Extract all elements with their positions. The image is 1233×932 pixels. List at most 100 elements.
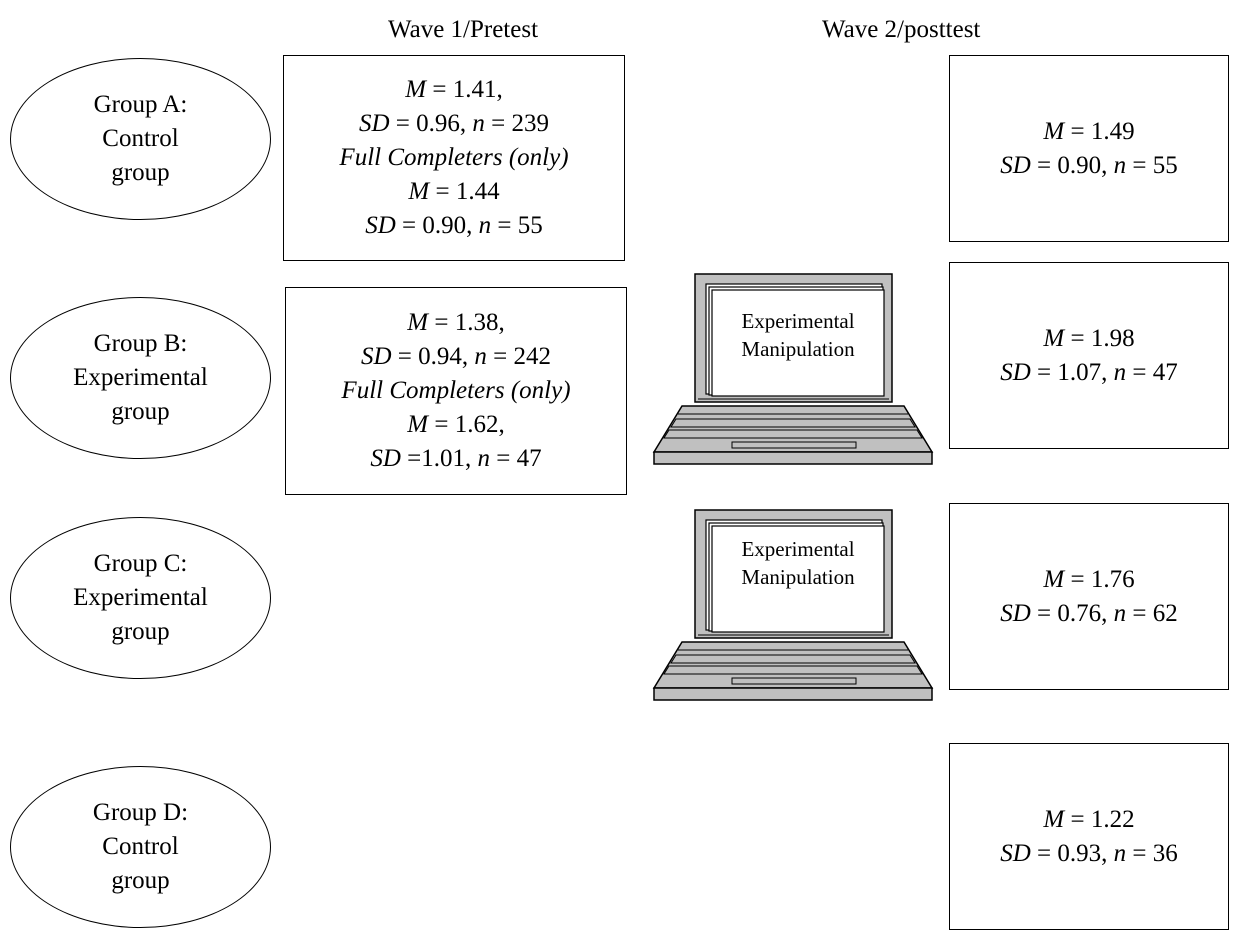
laptop-base-edge	[653, 687, 933, 701]
n-symbol: n	[474, 343, 487, 370]
n-value: = 242	[486, 343, 552, 370]
m-value: = 1.38,	[428, 309, 505, 336]
sd-value: = 0.94,	[391, 343, 475, 370]
group-label-line: Experimental	[73, 584, 208, 611]
stat-line-sd: SD = 0.90, n = 55	[1000, 149, 1178, 183]
manipulation-label-line: Experimental	[741, 309, 854, 333]
stat-line-sd2: SD = 0.90, n = 55	[365, 209, 543, 243]
stat-line-m: M = 1.98	[1043, 322, 1134, 356]
m-symbol: M	[407, 411, 429, 438]
posttest-box-group-c: M = 1.76 SD = 0.76, n = 62	[949, 503, 1229, 690]
stat-line-m: M = 1.76	[1043, 563, 1134, 597]
posttest-box-group-a: M = 1.49 SD = 0.90, n = 55	[949, 55, 1229, 242]
n-symbol: n	[472, 110, 485, 137]
pretest-box-group-b: M = 1.38, SD = 0.94, n = 242 Full Comple…	[285, 287, 627, 495]
stat-line-sd: SD = 0.93, n = 36	[1000, 837, 1178, 871]
m-symbol: M	[1043, 117, 1065, 145]
m-value: = 1.62,	[428, 411, 505, 438]
m-value: = 1.41,	[426, 76, 503, 103]
screen-page-front	[711, 525, 885, 633]
m-value: = 1.44	[429, 178, 500, 205]
stat-line-sd: SD = 0.96, n = 239	[359, 107, 549, 141]
m-symbol: M	[1043, 324, 1065, 352]
n-symbol: n	[478, 212, 492, 239]
group-d-ellipse: Group D: Control group	[10, 766, 271, 928]
sd-value: = 0.93,	[1030, 839, 1114, 867]
n-symbol: n	[1113, 358, 1127, 386]
m-symbol: M	[408, 178, 430, 205]
group-label-line: Experimental	[73, 364, 208, 391]
completers-label: Full Completers (only)	[339, 141, 568, 175]
group-label-line: group	[111, 159, 170, 186]
laptop-trackpad	[731, 441, 857, 449]
stat-line-sd: SD = 0.76, n = 62	[1000, 597, 1178, 631]
sd-value: =1.01,	[400, 445, 478, 472]
laptop-trackpad	[731, 677, 857, 685]
n-value: = 62	[1126, 599, 1178, 627]
stat-line-m2: M = 1.62,	[407, 408, 504, 442]
stat-line-m: M = 1.38,	[407, 306, 504, 340]
laptop-base-edge	[653, 451, 933, 465]
n-value: = 55	[1126, 151, 1178, 179]
stat-line-sd: SD = 0.94, n = 242	[361, 340, 551, 374]
sd-symbol: SD	[1000, 599, 1031, 627]
sd-symbol: SD	[1000, 358, 1031, 386]
n-symbol: n	[1113, 599, 1127, 627]
group-label-line: Group D:	[92, 799, 189, 826]
laptop-icon: Experimental Manipulation	[652, 509, 934, 701]
wave2-header: Wave 2/posttest	[822, 16, 981, 43]
n-symbol: n	[477, 445, 491, 472]
sd-symbol: SD	[365, 212, 396, 239]
m-value: = 1.98	[1064, 324, 1135, 352]
group-label-line: Group B:	[93, 330, 188, 357]
group-label-line: group	[111, 618, 170, 645]
group-b-ellipse: Group B: Experimental group	[10, 297, 271, 459]
completers-text: Full Completers (only)	[339, 144, 569, 171]
m-value: = 1.76	[1064, 565, 1135, 593]
completers-label: Full Completers (only)	[341, 374, 570, 408]
screen-page-front	[711, 289, 885, 397]
laptop-icon: Experimental Manipulation	[652, 273, 934, 465]
group-label-line: Group A:	[93, 91, 188, 118]
sd-value: = 0.96,	[389, 110, 473, 137]
completers-text: Full Completers (only)	[341, 377, 571, 404]
stat-line-m2: M = 1.44	[408, 175, 499, 209]
posttest-box-group-b: M = 1.98 SD = 1.07, n = 47	[949, 262, 1229, 449]
m-symbol: M	[1043, 805, 1065, 833]
manipulation-label-line: Manipulation	[741, 565, 855, 589]
stat-line-m: M = 1.22	[1043, 803, 1134, 837]
stat-line-sd: SD = 1.07, n = 47	[1000, 356, 1178, 390]
stat-line-sd2: SD =1.01, n = 47	[370, 442, 541, 476]
stat-line-m: M = 1.41,	[405, 73, 502, 107]
group-c-ellipse: Group C: Experimental group	[10, 517, 271, 679]
n-value: = 47	[1126, 358, 1178, 386]
sd-value: = 0.76,	[1030, 599, 1114, 627]
n-symbol: n	[1113, 839, 1127, 867]
stat-line-m: M = 1.49	[1043, 115, 1134, 149]
posttest-box-group-d: M = 1.22 SD = 0.93, n = 36	[949, 743, 1229, 930]
sd-value: = 1.07,	[1030, 358, 1114, 386]
n-value: = 47	[490, 445, 542, 472]
group-label-line: group	[111, 398, 170, 425]
m-symbol: M	[407, 309, 429, 336]
n-symbol: n	[1113, 151, 1127, 179]
sd-symbol: SD	[370, 445, 401, 472]
n-value: = 36	[1126, 839, 1178, 867]
n-value: = 239	[484, 110, 550, 137]
m-symbol: M	[1043, 565, 1065, 593]
pretest-box-group-a: M = 1.41, SD = 0.96, n = 239 Full Comple…	[283, 55, 625, 261]
n-value: = 55	[491, 212, 543, 239]
m-value: = 1.22	[1064, 805, 1135, 833]
manipulation-label-line: Manipulation	[741, 337, 855, 361]
sd-symbol: SD	[1000, 151, 1031, 179]
group-label-line: Control	[102, 833, 179, 860]
group-label-line: Control	[102, 125, 179, 152]
group-label-line: group	[111, 867, 170, 894]
group-a-ellipse: Group A: Control group	[10, 58, 271, 220]
sd-symbol: SD	[1000, 839, 1031, 867]
group-label-line: Group C:	[93, 550, 188, 577]
m-value: = 1.49	[1064, 117, 1135, 145]
manipulation-label-line: Experimental	[741, 537, 854, 561]
wave1-header: Wave 1/Pretest	[388, 16, 539, 43]
m-symbol: M	[405, 76, 427, 103]
